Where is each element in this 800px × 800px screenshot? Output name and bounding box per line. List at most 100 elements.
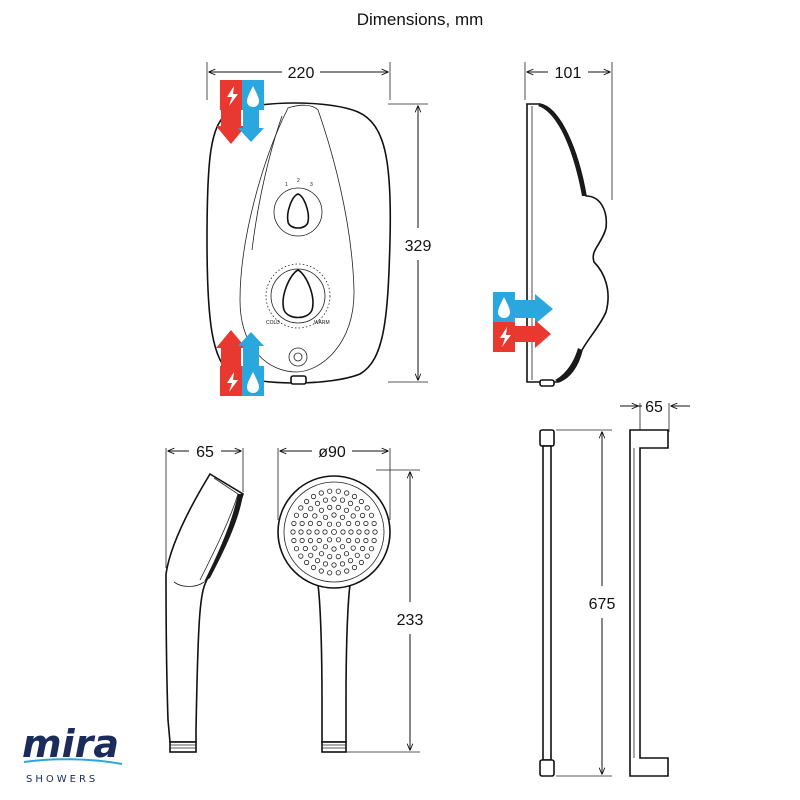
nozzle — [346, 520, 352, 527]
nozzle — [331, 496, 337, 502]
nozzle — [339, 514, 346, 520]
nozzle-pattern — [290, 488, 378, 576]
nozzle — [322, 514, 329, 520]
nozzle — [344, 568, 350, 574]
handset-depth-label: 65 — [196, 444, 214, 461]
supply-inlet-bottom — [216, 330, 264, 396]
nozzle — [339, 561, 346, 567]
handset-side-view: 65 — [165, 444, 244, 753]
nozzle — [318, 551, 325, 557]
rail-length-label: 675 — [589, 596, 616, 613]
nozzle — [314, 500, 321, 506]
nozzle — [293, 546, 300, 552]
unit-side-view: 101 — [493, 62, 613, 387]
nozzle — [348, 529, 354, 535]
nozzle — [371, 520, 377, 527]
nozzle — [303, 498, 310, 505]
nozzle — [291, 520, 297, 527]
nozzle — [339, 497, 346, 503]
nozzle — [364, 553, 370, 559]
lightning-icon — [500, 327, 511, 347]
nozzle — [354, 552, 360, 558]
nozzle — [340, 529, 346, 535]
nozzle — [358, 559, 364, 566]
nozzle — [350, 513, 356, 519]
diagram-title: Dimensions, mm — [357, 10, 484, 29]
nozzle — [310, 564, 317, 571]
rail-depth-label: 65 — [645, 399, 663, 416]
unit-depth-label: 101 — [555, 65, 582, 82]
nozzle — [359, 545, 366, 552]
unit-width-label: 220 — [288, 65, 315, 82]
nozzle — [331, 529, 337, 535]
handset-front-view: ø90 233 — [277, 444, 424, 753]
nozzle — [368, 546, 375, 552]
nozzle — [312, 513, 318, 519]
arrow-down-icon — [238, 110, 264, 142]
nozzle — [335, 504, 341, 510]
nozzle — [359, 512, 366, 519]
nozzle — [354, 537, 361, 544]
nozzle — [310, 493, 317, 500]
nozzle — [307, 520, 314, 527]
mira-logo: mira SHOWERS — [22, 722, 123, 785]
arrow-right-icon — [515, 294, 553, 324]
svg-text:2: 2 — [297, 178, 300, 184]
nozzle — [322, 544, 329, 550]
nozzle — [335, 553, 341, 560]
nozzle — [327, 504, 333, 510]
nozzle — [306, 529, 312, 535]
nozzle — [302, 512, 308, 519]
nozzle — [316, 537, 322, 544]
nozzle — [335, 488, 341, 494]
nozzle — [331, 562, 337, 568]
water-drop-icon — [498, 297, 510, 318]
arrow-down-icon — [216, 110, 246, 144]
nozzle — [298, 553, 304, 559]
lightning-icon — [227, 86, 238, 106]
nozzle — [344, 490, 350, 496]
nozzle — [351, 564, 358, 571]
nozzle — [316, 520, 322, 527]
nozzle — [351, 493, 358, 500]
handset-length-label: 233 — [397, 612, 424, 629]
unit-front-view: 220 329 1 2 3 COLD WARM — [206, 62, 432, 396]
nozzle — [318, 507, 325, 513]
svg-text:WARM: WARM — [314, 320, 330, 326]
nozzle — [322, 529, 328, 535]
nozzle — [347, 500, 354, 506]
nozzle — [293, 512, 300, 518]
nozzle — [308, 552, 314, 558]
nozzle — [291, 537, 297, 544]
nozzle — [364, 505, 370, 511]
nozzle — [299, 520, 305, 527]
nozzle — [290, 529, 296, 535]
arrow-up-icon — [238, 332, 264, 366]
svg-text:1: 1 — [285, 182, 288, 188]
handset-diameter-label: ø90 — [318, 444, 346, 461]
nozzle — [343, 507, 350, 513]
nozzle — [331, 546, 337, 552]
nozzle — [356, 529, 362, 535]
nozzle — [318, 490, 324, 496]
nozzle — [303, 559, 310, 566]
svg-text:COLD: COLD — [266, 320, 280, 326]
svg-text:3: 3 — [310, 182, 313, 188]
nozzle — [331, 512, 337, 518]
unit-height-label: 329 — [405, 238, 432, 255]
nozzle — [308, 506, 314, 512]
water-drop-icon — [247, 86, 259, 107]
nozzle — [368, 512, 375, 518]
arrow-up-icon — [216, 330, 246, 366]
riser-rail: 65 675 — [539, 399, 690, 777]
nozzle — [335, 521, 342, 527]
arrow-right-icon — [515, 320, 551, 348]
nozzle — [327, 570, 333, 576]
nozzle — [358, 498, 364, 505]
brand-logo-subtitle: SHOWERS — [26, 774, 98, 785]
nozzle — [339, 544, 346, 550]
nozzle — [364, 529, 370, 535]
nozzle — [314, 557, 321, 564]
nozzle — [322, 561, 329, 567]
